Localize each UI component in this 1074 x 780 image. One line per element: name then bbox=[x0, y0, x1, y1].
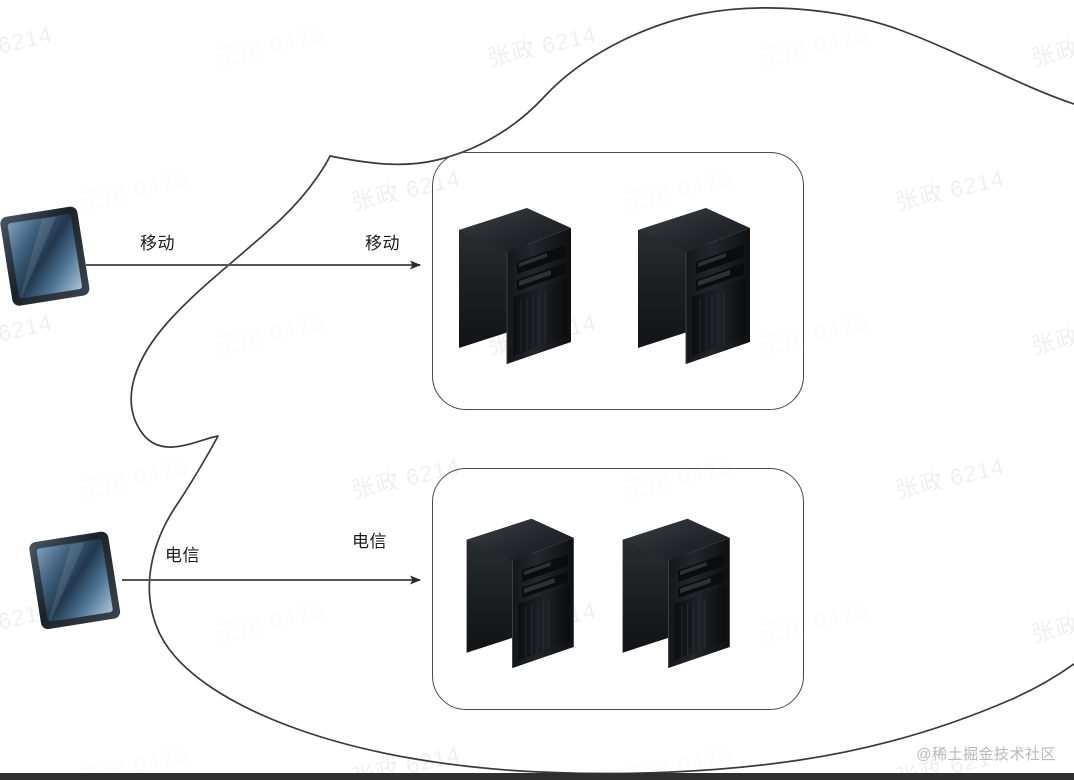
server-mobile-2[interactable] bbox=[634, 202, 762, 364]
tower-server-icon bbox=[459, 208, 571, 364]
link-mobile-target-label: 移动 bbox=[365, 234, 400, 253]
tower-server-icon bbox=[638, 208, 750, 364]
link-telecom-source-label: 电信 bbox=[165, 546, 200, 565]
server-group-telecom bbox=[432, 468, 804, 710]
source-credit: @稀土掘金技术社区 bbox=[916, 746, 1056, 763]
server-telecom-1[interactable] bbox=[460, 513, 588, 668]
tablet-telecom[interactable] bbox=[27, 524, 127, 645]
link-telecom-target-label: 电信 bbox=[352, 532, 387, 551]
server-telecom-2[interactable] bbox=[616, 513, 744, 668]
link-mobile-source-label: 移动 bbox=[140, 234, 175, 253]
tower-server-icon bbox=[622, 518, 730, 668]
tablet-icon bbox=[29, 531, 121, 630]
server-group-mobile bbox=[432, 152, 804, 410]
footer-bar bbox=[0, 773, 1074, 780]
tower-server-icon bbox=[466, 518, 574, 668]
tablet-icon bbox=[0, 206, 90, 306]
server-mobile-1[interactable] bbox=[455, 202, 583, 364]
tablet-mobile[interactable] bbox=[0, 201, 92, 318]
